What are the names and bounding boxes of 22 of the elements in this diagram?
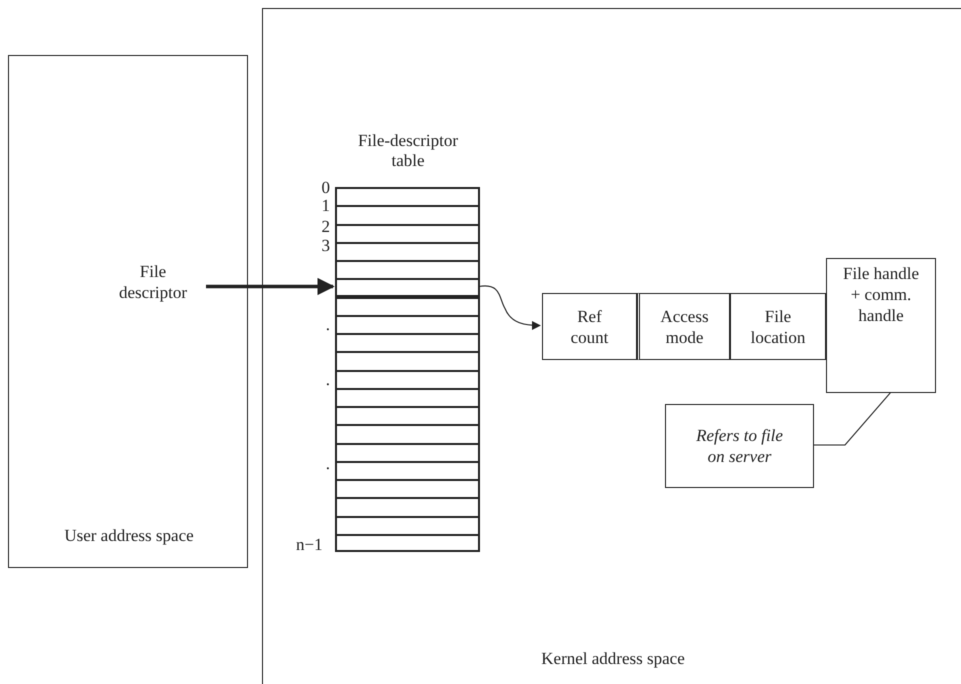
- row-index: 3: [320, 236, 330, 256]
- row-index: n−1: [296, 535, 320, 555]
- entry-cell: File handle + comm. handle: [826, 258, 936, 393]
- entry-cell: Access mode: [637, 293, 730, 360]
- region-label: Kernel address space: [540, 649, 686, 669]
- entry-cell: File location: [730, 293, 826, 360]
- row-index: .: [324, 370, 330, 390]
- table-heading: File-descriptor table: [356, 131, 460, 171]
- row-index: .: [324, 454, 330, 474]
- row-index: .: [324, 315, 330, 335]
- row-index: 1: [320, 196, 330, 216]
- region-label: User address space: [63, 526, 195, 546]
- row-index: 2: [320, 217, 330, 237]
- arrow: [478, 285, 541, 330]
- entry-cell: Ref count: [542, 293, 637, 360]
- descriptor-label: File descriptor: [101, 261, 205, 303]
- leader-line: [813, 392, 892, 446]
- kernel-space-region: [262, 8, 961, 684]
- row-index: 0: [320, 178, 330, 198]
- note-box: Refers to file on server: [665, 404, 814, 488]
- user-space-box: [8, 55, 248, 568]
- arrow: [206, 278, 335, 296]
